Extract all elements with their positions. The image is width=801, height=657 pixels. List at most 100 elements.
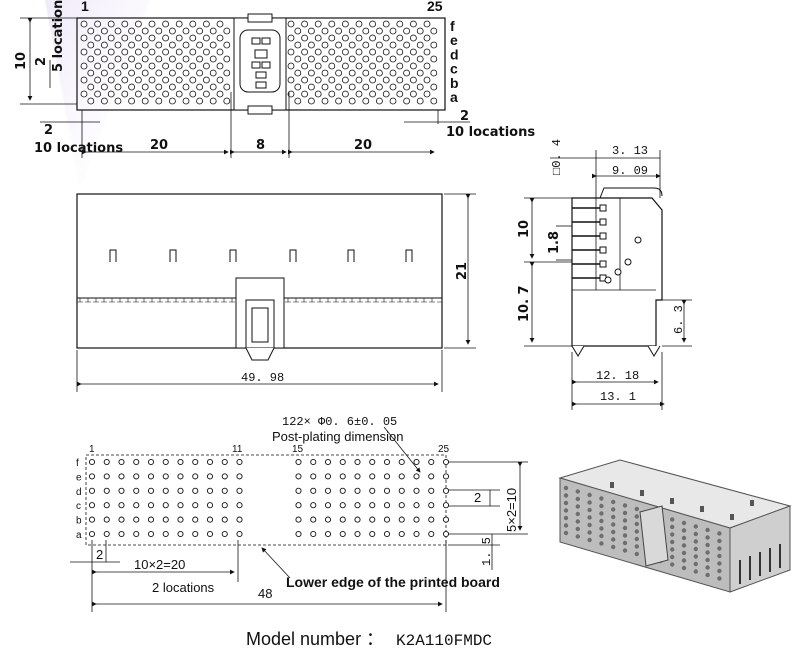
top-pin bbox=[294, 97, 302, 105]
board-hole bbox=[324, 458, 332, 466]
board-hole bbox=[221, 473, 228, 480]
top-pin-1-label: 1 bbox=[81, 0, 89, 14]
side-pin-contact bbox=[599, 218, 607, 226]
top-pin bbox=[287, 76, 295, 84]
board-hole bbox=[295, 487, 302, 494]
board-hole bbox=[428, 487, 435, 494]
board-row-letter: c bbox=[76, 501, 81, 512]
board-hole bbox=[221, 530, 228, 538]
board-hole bbox=[88, 516, 96, 523]
iso-hole bbox=[705, 565, 710, 570]
iso-slot bbox=[730, 514, 734, 520]
top-pin bbox=[114, 83, 122, 91]
iso-hole bbox=[622, 525, 628, 531]
top-pin bbox=[430, 97, 438, 105]
board-hole bbox=[428, 530, 435, 538]
top-dim-10-locations-left: 10 locations bbox=[34, 141, 123, 156]
board-hole bbox=[354, 458, 361, 466]
top-pin bbox=[196, 83, 204, 91]
board-hole bbox=[442, 502, 450, 509]
side-dim-0-4: □0. 4 bbox=[550, 139, 564, 175]
board-hole bbox=[369, 516, 376, 523]
top-pin bbox=[189, 34, 197, 42]
board-hole bbox=[177, 530, 184, 538]
top-dim-left-span: 20 bbox=[150, 138, 168, 153]
top-pin bbox=[128, 83, 136, 91]
top-pin bbox=[87, 83, 95, 91]
board-hole bbox=[236, 502, 243, 509]
board-hole bbox=[221, 502, 228, 509]
board-hole bbox=[177, 502, 184, 509]
iso-hole bbox=[599, 503, 604, 509]
board-hole bbox=[428, 473, 435, 480]
iso-hole bbox=[717, 546, 722, 551]
board-hole bbox=[192, 516, 199, 523]
iso-hole bbox=[705, 572, 710, 578]
top-pin bbox=[94, 34, 101, 42]
board-hole bbox=[192, 502, 199, 509]
top-pin bbox=[423, 76, 431, 84]
top-pin bbox=[369, 90, 377, 98]
top-pin bbox=[362, 69, 370, 77]
top-pin bbox=[202, 20, 210, 28]
board-hole bbox=[398, 473, 405, 480]
board-hole bbox=[103, 473, 110, 480]
top-pin bbox=[321, 83, 329, 91]
board-hole bbox=[398, 458, 405, 466]
top-pin bbox=[314, 34, 322, 42]
top-pin bbox=[409, 20, 417, 28]
top-pin bbox=[355, 34, 363, 42]
board-hole bbox=[88, 530, 96, 538]
board-hole bbox=[236, 458, 243, 466]
iso-hole bbox=[670, 524, 675, 530]
board-hole bbox=[221, 487, 228, 494]
top-pin bbox=[175, 34, 183, 42]
top-pin bbox=[189, 90, 197, 98]
top-pin bbox=[209, 97, 217, 105]
top-pin bbox=[114, 41, 122, 49]
top-pin bbox=[348, 83, 356, 91]
board-hole bbox=[383, 458, 391, 466]
board-hole bbox=[428, 458, 435, 466]
top-dim-pitch: 2 bbox=[34, 57, 49, 66]
top-pin bbox=[107, 76, 115, 84]
iso-hole bbox=[693, 569, 698, 574]
top-pin bbox=[223, 55, 231, 63]
board-hole bbox=[354, 487, 361, 494]
board-hole bbox=[442, 458, 450, 466]
iso-hole bbox=[693, 531, 698, 537]
top-pin bbox=[382, 48, 390, 56]
board-hole bbox=[236, 487, 243, 494]
board-col-11: 11 bbox=[232, 444, 243, 455]
top-pin bbox=[189, 48, 197, 56]
side-pin-contact bbox=[599, 204, 607, 212]
top-pin bbox=[101, 69, 108, 77]
top-pin bbox=[362, 97, 370, 105]
board-hole bbox=[88, 487, 96, 494]
top-pin bbox=[101, 55, 108, 63]
top-pin bbox=[175, 76, 183, 84]
top-pin bbox=[362, 27, 370, 35]
top-pin bbox=[321, 97, 329, 105]
top-pin bbox=[396, 62, 404, 70]
top-pin bbox=[389, 97, 397, 105]
top-pin bbox=[121, 90, 129, 98]
top-pin bbox=[80, 34, 88, 42]
top-pin bbox=[307, 55, 315, 63]
top-pin bbox=[369, 48, 377, 56]
top-pin bbox=[328, 62, 336, 70]
board-hole bbox=[147, 473, 155, 480]
top-pin bbox=[328, 20, 336, 28]
top-pin bbox=[409, 34, 417, 42]
iso-hole bbox=[670, 547, 675, 552]
top-pin bbox=[94, 62, 101, 70]
top-pin bbox=[362, 83, 370, 91]
iso-hole bbox=[681, 528, 687, 533]
top-pin bbox=[223, 69, 231, 77]
top-pin bbox=[209, 69, 217, 77]
top-pin bbox=[348, 41, 356, 49]
iso-hole bbox=[611, 522, 616, 527]
top-pin bbox=[162, 76, 170, 84]
top-pin bbox=[348, 55, 356, 63]
top-dim-pitch-bottom: 2 bbox=[44, 123, 53, 138]
